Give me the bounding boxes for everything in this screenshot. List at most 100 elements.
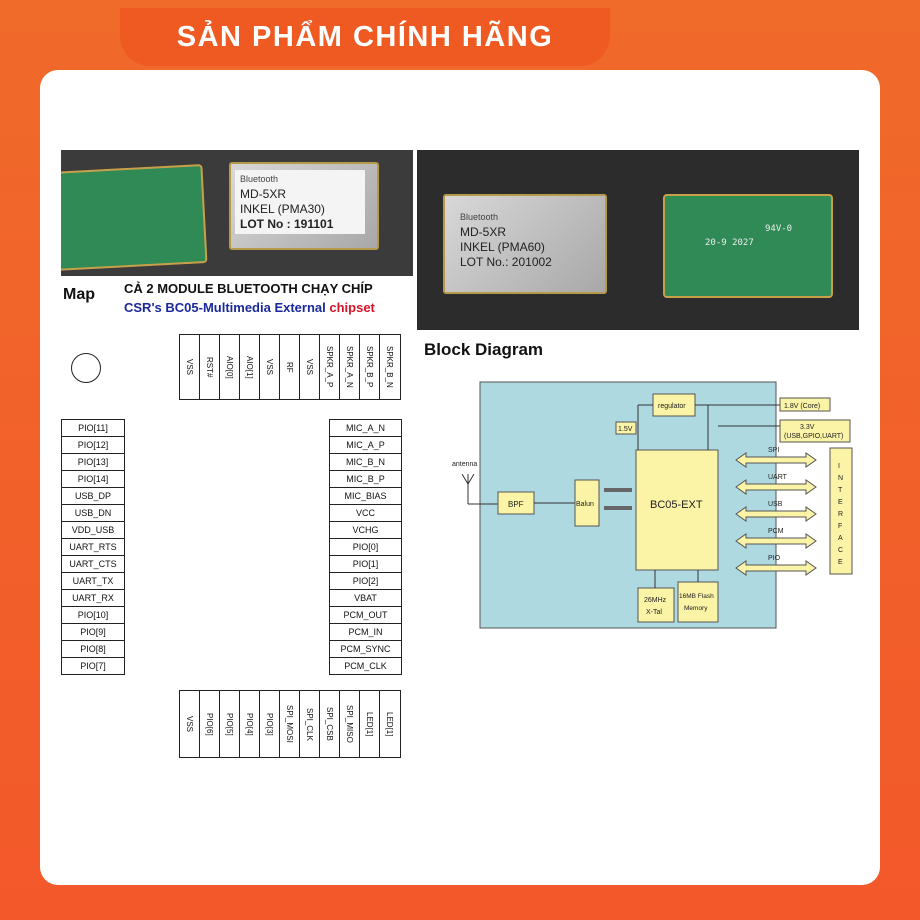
interface-letter: A: [838, 535, 843, 542]
block-diagram-svg: antenna BPF Balun BC05-EXT regulator 1.5…: [452, 381, 853, 629]
pin-vcc: VCC: [329, 505, 402, 522]
v18-label: 1.8V (Core): [784, 403, 820, 410]
pin-pio-2-: PIO[2]: [329, 573, 402, 590]
v33-label: 3.3V: [800, 424, 815, 431]
pin-vchg: VCHG: [329, 522, 402, 539]
chip-label: Bluetooth MD-5XR INKEL (PMA60) LOT No.: …: [455, 208, 575, 272]
pin-pio-11-: PIO[11]: [61, 419, 125, 437]
core-box: [635, 449, 719, 571]
pin-spi-mosi: SPI_MOSI: [280, 691, 300, 757]
antenna-label: antenna: [452, 461, 477, 468]
bus-arrow-spi: [735, 452, 817, 468]
pin-uart-rx: UART_RX: [61, 590, 125, 607]
pin-usb-dn: USB_DN: [61, 505, 125, 522]
pin-uart-cts: UART_CTS: [61, 556, 125, 573]
flash-label: 16MB Flash: [679, 593, 714, 600]
chip-model: MD-5XR: [240, 187, 287, 201]
pin-pio-3-: PIO[3]: [260, 691, 280, 757]
module-heading: CẢ 2 MODULE BLUETOOTH CHẠY CHÍP: [124, 281, 373, 296]
chip-lot: LOT No.: 201002: [460, 255, 552, 269]
pin-pio-1-: PIO[1]: [329, 556, 402, 573]
interface-letter: E: [838, 499, 843, 506]
interface-letter: N: [838, 475, 843, 482]
pin-pcm-in: PCM_IN: [329, 624, 402, 641]
pcb-board: [61, 164, 208, 271]
bus-label-pcm: PCM: [768, 528, 784, 535]
pin-spkr-b-p: SPKR_B_P: [360, 335, 380, 399]
xtal-label: X-Tal: [646, 609, 662, 616]
pin-pio-13-: PIO[13]: [61, 454, 125, 471]
bus-label-uart: UART: [768, 474, 788, 481]
bus-arrow-pio: [735, 560, 817, 576]
block-diagram-heading: Block Diagram: [424, 340, 544, 359]
pin-spkr-a-n: SPKR_A_N: [340, 335, 360, 399]
interface-letter: R: [838, 511, 843, 518]
flash-label: Memory: [684, 605, 708, 612]
pcb-marking: 94V-0: [765, 224, 793, 234]
pin-pio-4-: PIO[4]: [240, 691, 260, 757]
interface-letter: I: [838, 463, 840, 470]
pin-mic-bias: MIC_BIAS: [329, 488, 402, 505]
pin-pcm-clk: PCM_CLK: [329, 658, 402, 675]
pin-led-1-: LED[1]: [360, 691, 380, 757]
pin-vdd-usb: VDD_USB: [61, 522, 125, 539]
pin-spkr-b-n: SPKR_B_N: [385, 346, 394, 388]
pin-pio-9-: PIO[9]: [61, 624, 125, 641]
pin-pcm-sync: PCM_SYNC: [329, 641, 402, 658]
pin-spi-miso: SPI_MISO: [340, 691, 360, 757]
interface-letter: E: [838, 559, 843, 566]
bus-arrow-pcm: [735, 533, 817, 549]
interface-letter: C: [838, 547, 843, 554]
chipset-text: CSR's BC05-Multimedia External: [124, 300, 330, 315]
banner-text: SẢN PHẨM CHÍNH HÃNG: [176, 20, 554, 53]
pin-mic-a-n: MIC_A_N: [329, 419, 402, 437]
pin-mic-b-p: MIC_B_P: [329, 471, 402, 488]
pin-uart-tx: UART_TX: [61, 573, 125, 590]
chip-model: MD-5XR: [460, 225, 507, 239]
pin-vss: VSS: [180, 335, 200, 399]
balun-box: [574, 479, 600, 527]
pin-aio-1-: AIO[1]: [240, 335, 260, 399]
pin-pio-0-: PIO[0]: [329, 539, 402, 556]
pin-pio-12-: PIO[12]: [61, 437, 125, 454]
pin-usb-dp: USB_DP: [61, 488, 125, 505]
v18-box: [779, 397, 831, 412]
bus-label-pio: PIO: [768, 555, 781, 562]
v33-sub-label: (USB,GPIO,UART): [784, 433, 843, 440]
pin-spkr-a-p: SPKR_A_P: [320, 335, 340, 399]
regulator-label: regulator: [658, 403, 686, 410]
pin-uart-rts: UART_RTS: [61, 539, 125, 556]
pin-pio-10-: PIO[10]: [61, 607, 125, 624]
pin-pcm-out: PCM_OUT: [329, 607, 402, 624]
xtal-label: 26MHz: [644, 597, 667, 604]
pin-aio-0-: AIO[0]: [220, 335, 240, 399]
banner: SẢN PHẨM CHÍNH HÃNG: [120, 8, 610, 66]
pin-mic-a-p: MIC_A_P: [329, 437, 402, 454]
chip-brand: Bluetooth: [460, 212, 499, 222]
core-label: BC05-EXT: [650, 499, 703, 511]
pin-spi-csb: SPI_CSB: [320, 691, 340, 757]
pcb-marking: 20-9 2027: [705, 238, 754, 248]
interface-letter: F: [838, 523, 842, 530]
v15-box: [615, 421, 637, 435]
pin-rst-: RST#: [200, 335, 220, 399]
pin-pio-8-: PIO[8]: [61, 641, 125, 658]
bluetooth-chip: Bluetooth MD-5XR INKEL (PMA30) LOT No : …: [229, 162, 379, 250]
pcb-board: 94V-0 20-9 2027: [663, 194, 833, 298]
chip-brand: Bluetooth: [240, 174, 279, 184]
bpf-label: BPF: [508, 500, 524, 509]
bus-label-spi: SPI: [768, 447, 779, 454]
interface-box: [829, 447, 853, 575]
chip-variant: INKEL (PMA30): [240, 202, 325, 216]
bus-arrow-uart: [735, 479, 817, 495]
photo-right-module: Bluetooth MD-5XR INKEL (PMA60) LOT No.: …: [417, 150, 859, 330]
pin-rf: RF: [280, 335, 300, 399]
chip-variant: INKEL (PMA60): [460, 240, 545, 254]
pin-pio-14-: PIO[14]: [61, 471, 125, 488]
chipset-word: chipset: [329, 300, 375, 315]
balun-label: Balun: [576, 501, 594, 508]
